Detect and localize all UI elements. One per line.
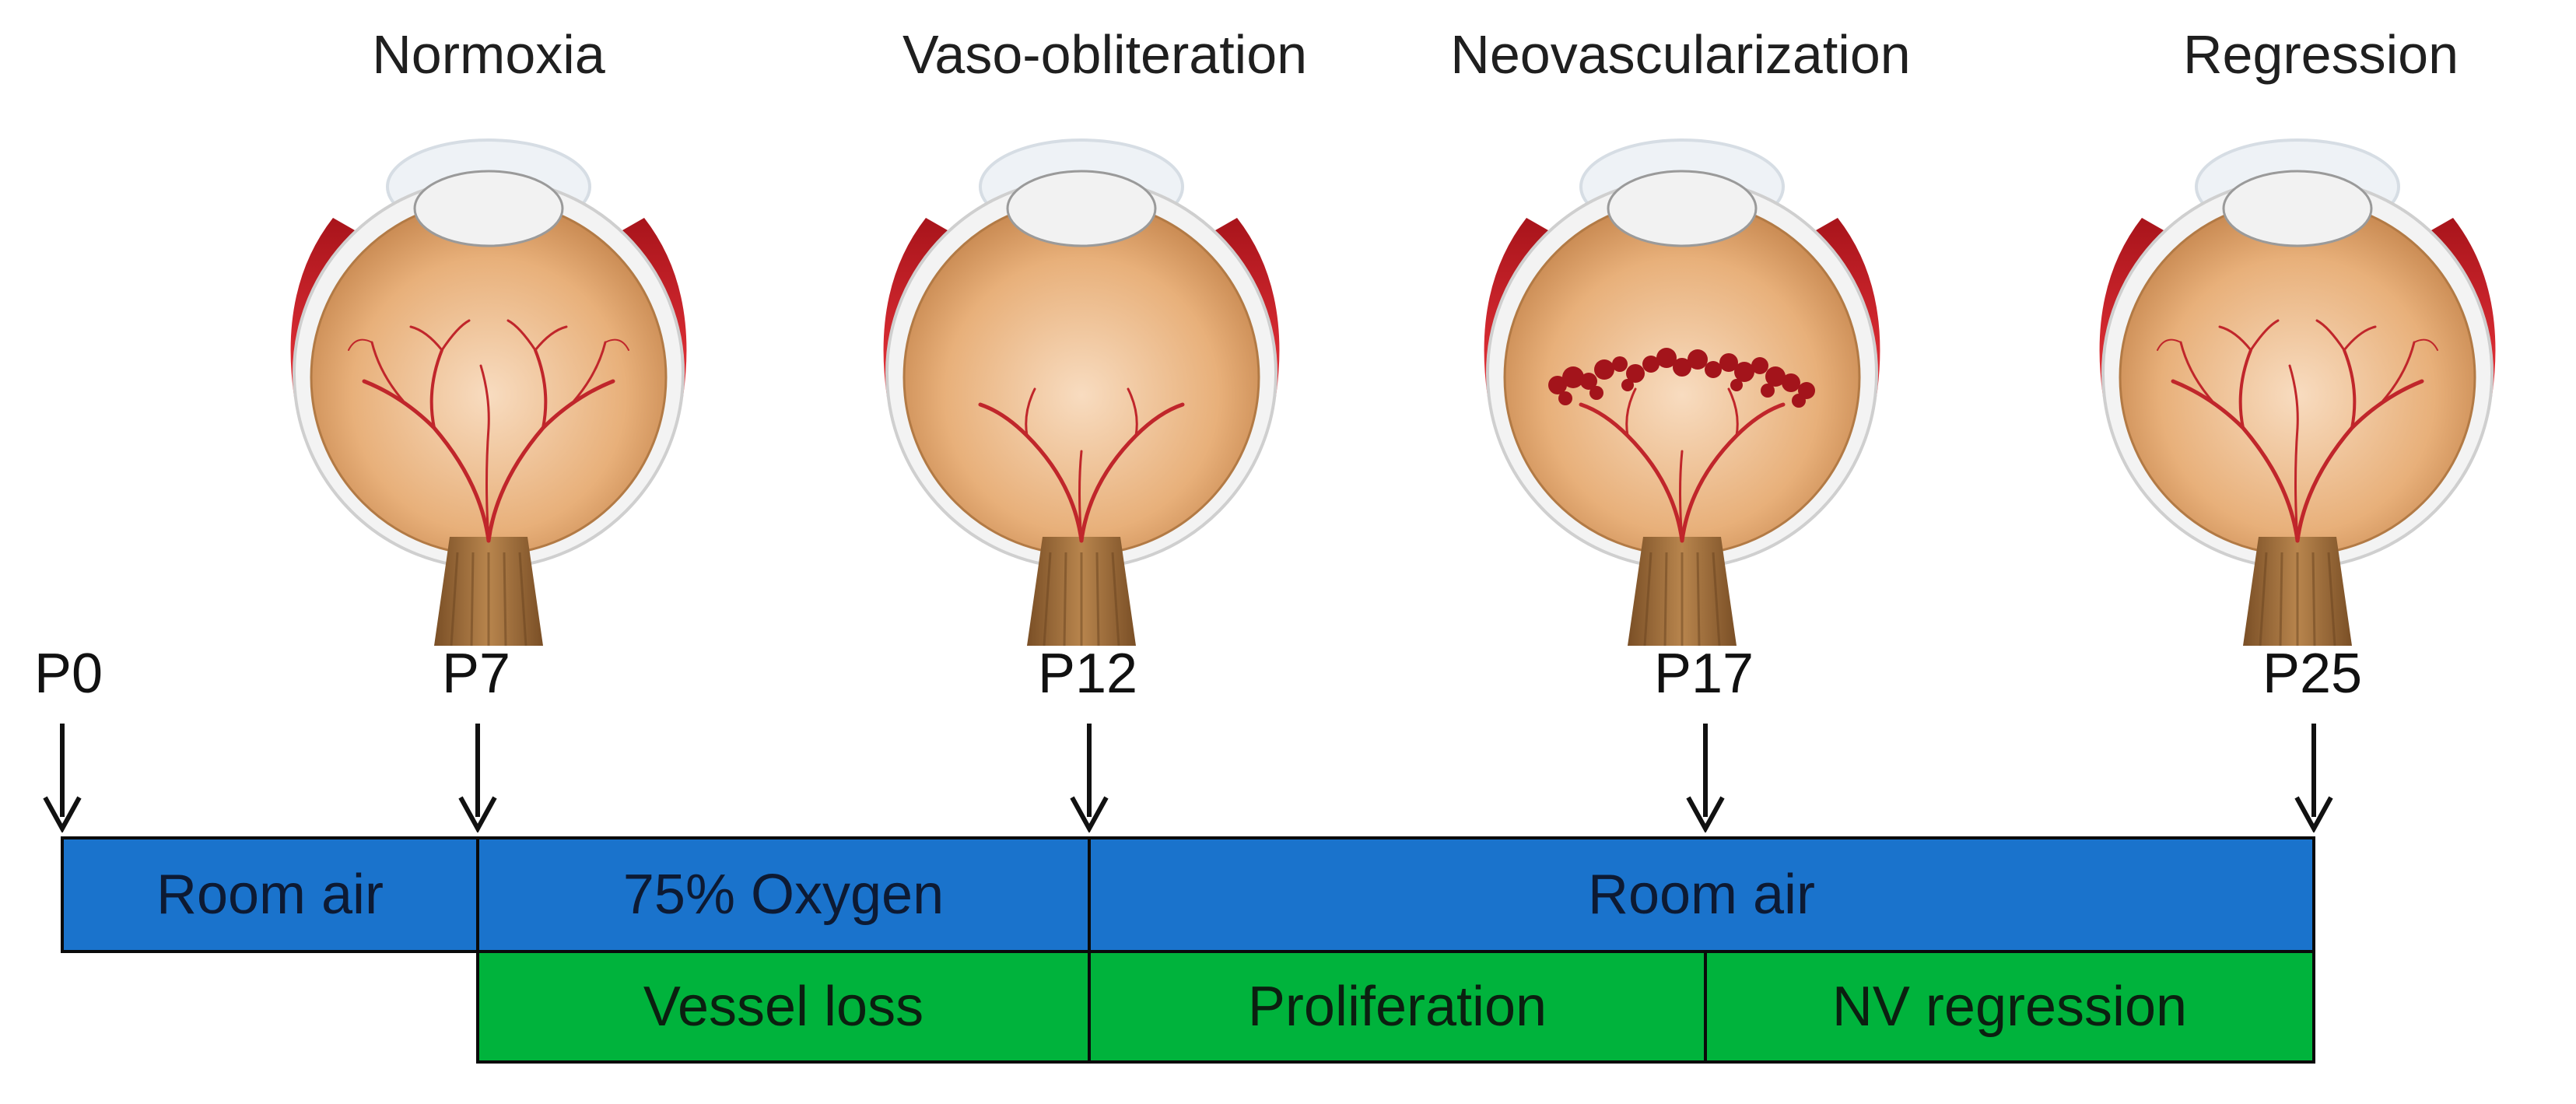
stage-label-neovascularization: Neovascularization	[1450, 24, 1911, 85]
timepoint-arrow-p12	[1070, 724, 1109, 832]
timepoint-arrow-p17	[1686, 724, 1725, 832]
timepoint-arrow-p25	[2294, 724, 2333, 832]
phase-bar-nv-regression: NV regression	[1704, 950, 2315, 1064]
condition-bar-room-air-initial: Room air	[61, 836, 479, 953]
phase-bar-proliferation: Proliferation	[1088, 950, 1707, 1064]
stage-label-regression: Regression	[2182, 24, 2459, 85]
condition-bar-room-air-recovery: Room air	[1088, 836, 2315, 953]
eye-illustration-neovascularization	[1482, 138, 1882, 646]
condition-bar-75-oxygen: 75% Oxygen	[476, 836, 1091, 953]
eye-illustration-vaso-obliteration	[881, 138, 1281, 646]
phase-bar-vessel-loss: Vessel loss	[476, 950, 1091, 1064]
timepoint-arrow-p7	[458, 724, 497, 832]
timepoint-label-p17: P17	[1653, 643, 1754, 705]
stage-label-normoxia: Normoxia	[372, 24, 605, 85]
eye-illustration-normoxia	[289, 138, 689, 646]
timepoint-label-p0: P0	[33, 643, 103, 705]
timepoint-arrow-p0	[43, 724, 82, 832]
eye-illustration-regression	[2098, 138, 2497, 646]
timepoint-label-p25: P25	[2262, 643, 2363, 705]
stage-label-vaso-obliteration: Vaso-obliteration	[902, 24, 1308, 85]
timepoint-label-p12: P12	[1037, 643, 1138, 705]
timepoint-label-p7: P7	[441, 643, 511, 705]
